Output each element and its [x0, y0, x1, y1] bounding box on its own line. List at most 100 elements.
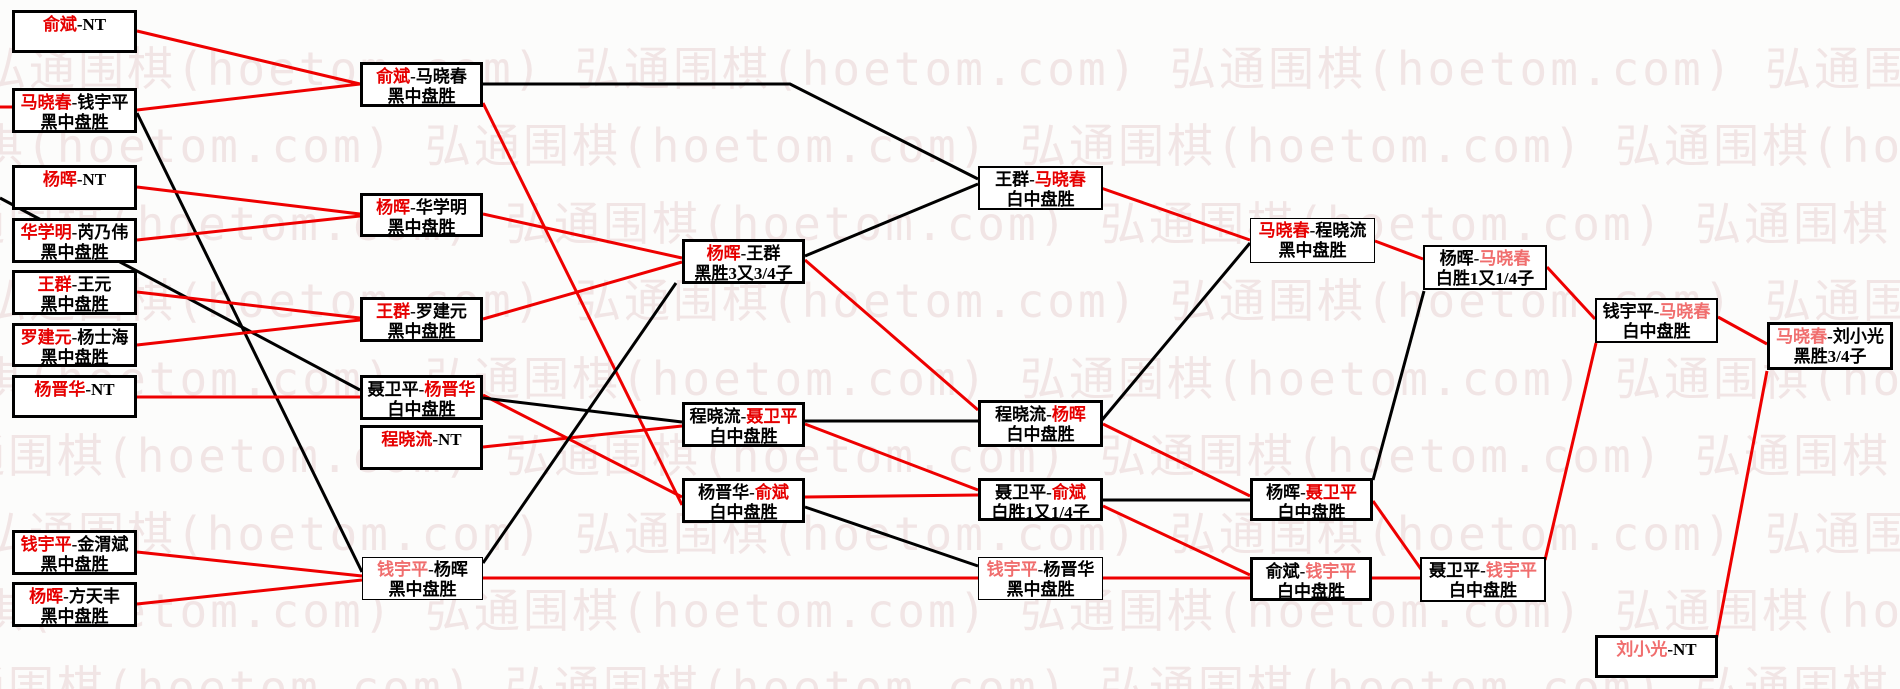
- match-box[interactable]: 杨晋华-NT: [12, 375, 137, 418]
- match-box[interactable]: 华学明-芮乃伟黑中盘胜: [12, 218, 137, 263]
- watermark-text: 弘通围棋(hoetom.com) 弘通围棋(hoetom.com) 弘通围棋(h…: [0, 584, 1900, 638]
- match-box[interactable]: 杨晖-华学明黑中盘胜: [360, 193, 483, 237]
- match-box[interactable]: 钱宇平-马晓春白中盘胜: [1595, 298, 1718, 343]
- winner-name: 杨晖: [29, 587, 64, 606]
- match-result: 黑中盘胜: [40, 348, 109, 367]
- winner-path: [136, 185, 361, 216]
- player-separator: -: [71, 535, 78, 554]
- match-players: 刘小光-NT: [1598, 640, 1715, 660]
- winner-name: 钱宇平: [986, 560, 1038, 579]
- match-players: 华学明-芮乃伟: [15, 223, 134, 243]
- winner-path: [482, 260, 683, 321]
- match-box[interactable]: 杨晖-方天丰黑中盘胜: [12, 582, 137, 627]
- winner-path: [1102, 504, 1251, 577]
- match-box[interactable]: 程晓流-NT: [360, 425, 483, 470]
- match-players: 钱宇平-杨晋华: [979, 560, 1102, 580]
- winner-name: 钱宇平: [1485, 561, 1537, 580]
- player-name: 芮乃伟: [77, 223, 129, 242]
- match-players: 俞斌-NT: [15, 15, 134, 35]
- match-box[interactable]: 钱宇平-杨晖黑中盘胜: [362, 557, 483, 600]
- winner-name: 马晓春: [1479, 249, 1531, 268]
- winner-path: [804, 422, 979, 492]
- winner-name: 聂卫平: [746, 407, 798, 426]
- match-box[interactable]: 王群-王元黑中盘胜: [12, 270, 137, 315]
- match-box[interactable]: 马晓春-刘小光黑胜3/4子: [1767, 322, 1893, 370]
- match-box[interactable]: 俞斌-NT: [12, 10, 137, 53]
- match-box[interactable]: 俞斌-马晓春黑中盘胜: [360, 62, 483, 107]
- watermark-text: 弘通围棋(hoetom.com) 弘通围棋(hoetom.com) 弘通围棋(h…: [0, 42, 1900, 96]
- player-separator: -: [418, 380, 425, 399]
- winner-path: [804, 493, 979, 499]
- winner-path: [136, 550, 363, 578]
- player-name: 程晓流: [689, 407, 741, 426]
- match-result: 黑中盘胜: [387, 218, 456, 237]
- match-players: 马晓春-钱宇平: [15, 93, 134, 113]
- match-box[interactable]: 钱宇平-杨晋华黑中盘胜: [978, 557, 1103, 600]
- match-box[interactable]: 俞斌-钱宇平白中盘胜: [1250, 557, 1372, 601]
- winner-path: [1714, 370, 1769, 642]
- player-name: 刘小光: [1832, 327, 1884, 346]
- match-box[interactable]: 马晓春-程晓流黑中盘胜: [1250, 218, 1375, 263]
- match-box[interactable]: 钱宇平-金渭斌黑中盘胜: [12, 530, 137, 575]
- player-name: 杨晖: [1266, 483, 1301, 502]
- winner-path: [481, 102, 684, 506]
- match-box[interactable]: 聂卫平-杨晋华白中盘胜: [360, 375, 483, 420]
- winner-name: 俞斌: [376, 67, 411, 86]
- player-name: 钱宇平: [1602, 302, 1654, 321]
- player-separator: -: [432, 430, 439, 449]
- winner-name: 刘小光: [1616, 640, 1668, 659]
- winner-name: 杨晖: [1051, 405, 1086, 424]
- match-box[interactable]: 王群-马晓春白中盘胜: [978, 166, 1103, 210]
- match-players: 俞斌-马晓春: [363, 67, 480, 87]
- player-name: 王群: [746, 244, 781, 263]
- player-separator: -: [1037, 560, 1044, 579]
- match-box[interactable]: 马晓春-钱宇平黑中盘胜: [12, 88, 137, 133]
- winner-path: [136, 290, 361, 320]
- match-box[interactable]: 杨晖-王群黑胜3又3/4子: [682, 239, 805, 284]
- match-players: 王群-马晓春: [980, 170, 1101, 190]
- match-box[interactable]: 罗建元-杨士海黑中盘胜: [12, 323, 137, 367]
- match-box[interactable]: 聂卫平-俞斌白胜1又1/4子: [978, 478, 1103, 522]
- match-box[interactable]: 程晓流-杨晖白中盘胜: [978, 400, 1103, 447]
- player-separator: -: [63, 587, 69, 606]
- match-result: 白胜1又1/4子: [1435, 269, 1535, 288]
- winner-name: 程晓流: [381, 430, 433, 449]
- loser-path: [1100, 242, 1252, 421]
- match-box[interactable]: 杨晖-NT: [12, 165, 137, 210]
- match-box[interactable]: 刘小光-NT: [1595, 635, 1718, 678]
- winner-name: 王群: [37, 275, 72, 294]
- player-separator: -: [1029, 170, 1035, 189]
- player-name: 罗建元: [415, 302, 467, 321]
- winner-path: [136, 214, 361, 242]
- winner-path: [482, 424, 683, 449]
- match-box[interactable]: 聂卫平-钱宇平白中盘胜: [1420, 557, 1546, 602]
- match-box[interactable]: 杨晋华-俞斌白中盘胜: [682, 478, 805, 523]
- player-separator: -: [1300, 483, 1306, 502]
- loser-path: [1371, 290, 1426, 481]
- match-players: 杨晋华-NT: [15, 380, 134, 400]
- player-separator: -: [410, 67, 416, 86]
- loser-path: [483, 82, 979, 181]
- player-name: NT: [82, 15, 107, 34]
- match-players: 程晓流-NT: [363, 430, 480, 450]
- match-result: 黑中盘胜: [387, 87, 456, 106]
- match-box[interactable]: 程晓流-聂卫平白中盘胜: [682, 402, 805, 447]
- player-name: 俞斌: [1265, 562, 1300, 581]
- winner-path: [136, 318, 361, 347]
- winner-name: 俞斌: [42, 15, 77, 34]
- match-players: 聂卫平-俞斌: [981, 483, 1100, 503]
- match-players: 钱宇平-杨晖: [363, 560, 482, 580]
- match-box[interactable]: 杨晖-聂卫平白中盘胜: [1250, 478, 1373, 522]
- match-result: 黑胜3又3/4子: [694, 264, 793, 283]
- match-players: 马晓春-刘小光: [1770, 327, 1890, 347]
- winner-path: [482, 393, 683, 499]
- match-result: 黑中盘胜: [1006, 580, 1075, 599]
- player-separator: -: [740, 244, 747, 263]
- player-separator: -: [76, 15, 83, 34]
- winner-path: [1371, 500, 1425, 573]
- player-separator: -: [1473, 249, 1480, 268]
- match-box[interactable]: 王群-罗建元黑中盘胜: [360, 297, 483, 342]
- player-name: 聂卫平: [995, 483, 1047, 502]
- match-box[interactable]: 杨晖-马晓春白胜1又1/4子: [1423, 245, 1547, 290]
